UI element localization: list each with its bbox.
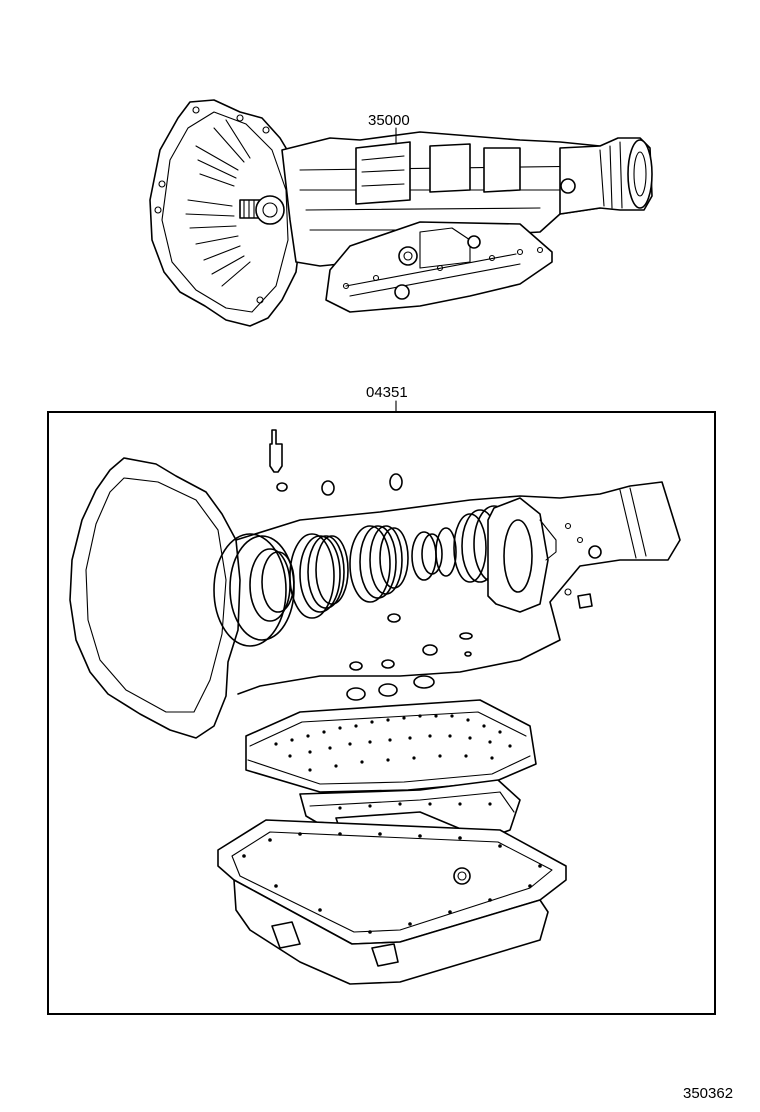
oil-pan: [217, 819, 567, 985]
kit-boundary-box: [47, 411, 716, 1015]
figure-number: 350362: [683, 1085, 733, 1102]
gasket-kit-illustration: [69, 429, 681, 985]
callout-35000: 35000: [368, 112, 410, 129]
transmission-assembly-illustration: [149, 99, 653, 327]
callout-04351: 04351: [366, 384, 408, 401]
seal-ring-stack-1: [213, 533, 295, 647]
seal-ring-stack-2: [289, 533, 349, 619]
seal-ring-stack-3: [349, 525, 409, 603]
seal-ring-stack-4: [411, 527, 457, 581]
